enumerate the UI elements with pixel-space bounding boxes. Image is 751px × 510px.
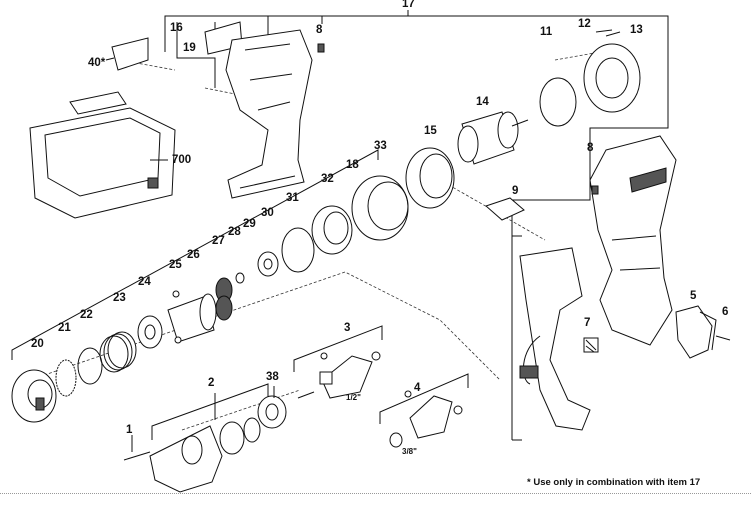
magnet-ring: [405, 147, 455, 209]
bracket-4: [379, 373, 469, 424]
hammer-spring-23: [99, 331, 137, 373]
footer-divider: [0, 493, 751, 494]
label-3: 3: [344, 322, 351, 334]
label-29: 29: [243, 218, 256, 230]
label-19: 19: [183, 42, 196, 54]
label-31: 31: [286, 192, 299, 204]
leader-lines: [105, 57, 275, 452]
label-30: 30: [261, 207, 274, 219]
label-28: 28: [228, 226, 241, 238]
label-17: 17: [402, 0, 415, 10]
gear-case: [149, 395, 287, 493]
ball-ring-21: [55, 359, 77, 397]
label-12: 12: [578, 18, 591, 30]
group-bracket-17: [164, 10, 669, 441]
washer-30: [257, 251, 279, 277]
spring-7: [583, 337, 599, 353]
label-13: 13: [630, 24, 643, 36]
part-9: [485, 197, 525, 221]
label-40: 40*: [88, 57, 106, 69]
switch-assembly: [519, 247, 591, 431]
pin-8-top: [317, 43, 325, 53]
washer-24: [137, 315, 163, 349]
label-8-top: 8: [316, 24, 323, 36]
label-sheet-40: [111, 37, 149, 71]
label-25: 25: [169, 259, 182, 271]
screw-13: [595, 29, 613, 33]
label-20: 20: [31, 338, 44, 350]
anvil-three-eighths: [389, 390, 463, 448]
label-half-inch: 1/2": [346, 393, 361, 402]
retaining-ring-31: [281, 227, 315, 273]
motor-end-cap: [539, 31, 641, 127]
planetary-gear-set: [167, 272, 245, 344]
label-27: 27: [212, 235, 225, 247]
ring-22: [77, 347, 103, 385]
label-14: 14: [476, 96, 489, 108]
screw-6: [715, 335, 731, 341]
label-24: 24: [138, 276, 151, 288]
label-23: 23: [113, 292, 126, 304]
anvil-half-inch: [297, 351, 381, 399]
label-8-right: 8: [587, 142, 594, 154]
label-9: 9: [512, 185, 519, 197]
label-18: 18: [346, 159, 359, 171]
bracket-gearbox: [11, 149, 379, 360]
label-1: 1: [126, 424, 133, 436]
label-38: 38: [266, 371, 279, 383]
label-5: 5: [690, 290, 697, 302]
belt-clip: [675, 305, 717, 359]
bracket-3: [293, 325, 383, 372]
armature: [457, 111, 529, 165]
carrying-case: [29, 91, 176, 219]
label-22: 22: [80, 309, 93, 321]
label-6: 6: [722, 306, 729, 318]
label-33: 33: [374, 140, 387, 152]
pin-8-right: [591, 185, 599, 195]
hammer-20: [11, 369, 57, 423]
label-16: 16: [170, 22, 183, 34]
label-7: 7: [584, 317, 591, 329]
label-2: 2: [208, 377, 215, 389]
label-700: 700: [172, 154, 192, 166]
gear-housing-33: [351, 175, 409, 241]
label-three-eighths: 3/8": [402, 447, 417, 456]
label-21: 21: [58, 322, 71, 334]
label-4: 4: [414, 382, 421, 394]
label-26: 26: [187, 249, 200, 261]
screw-1: [123, 451, 151, 461]
housing-half-right: [589, 135, 677, 346]
label-11: 11: [540, 26, 553, 38]
label-32: 32: [321, 173, 334, 185]
label-15: 15: [424, 125, 437, 137]
bracket-2: [151, 383, 269, 440]
housing-half-left: [225, 29, 313, 199]
footnote: * Use only in combination with item 17: [527, 477, 701, 488]
ring-gear-32: [311, 205, 353, 255]
